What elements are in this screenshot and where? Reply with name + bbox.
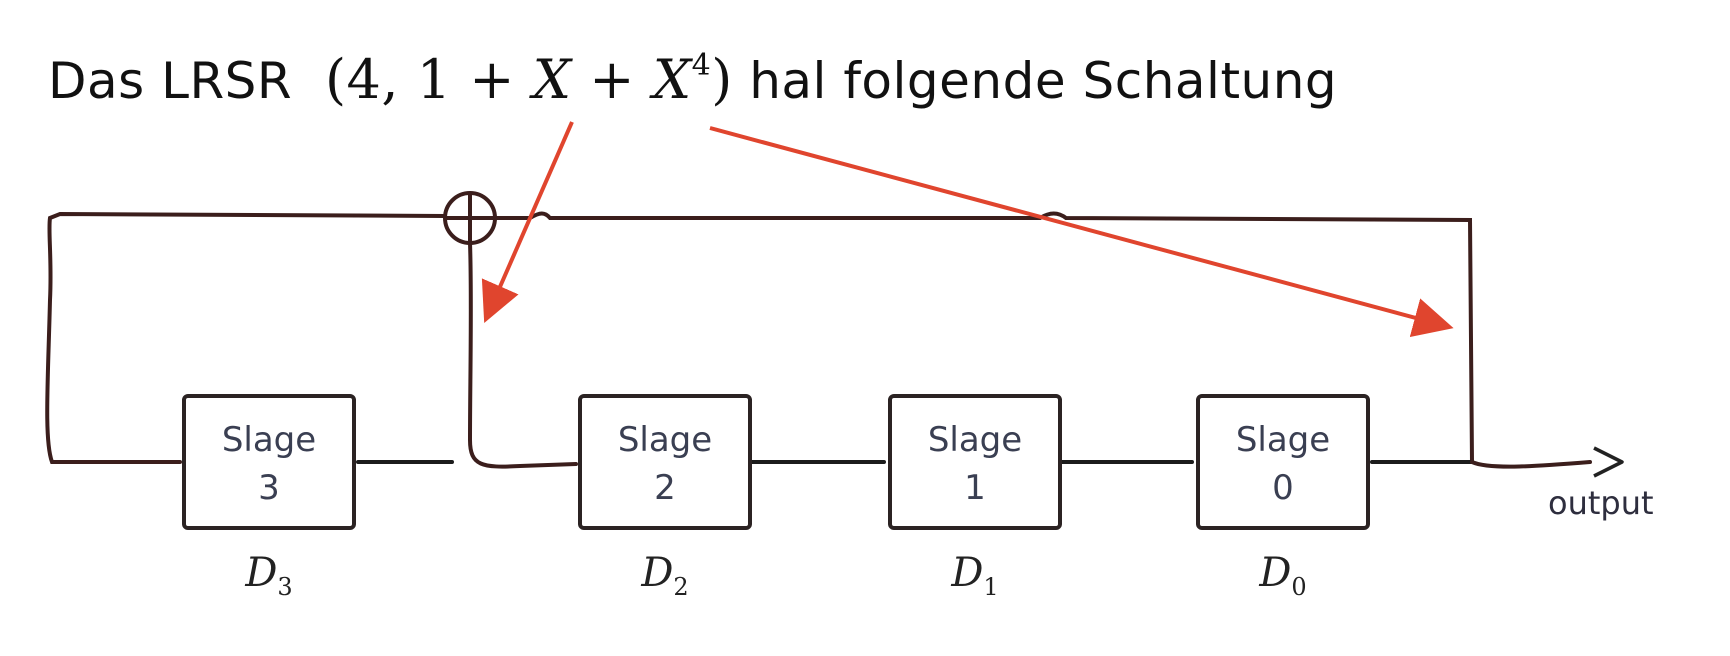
d-subscript: 0 <box>1291 573 1307 601</box>
stage-number: 3 <box>258 468 280 508</box>
output-label: output <box>1548 484 1654 522</box>
stage-2-box: Slage 2 <box>578 394 752 530</box>
d-subscript: 2 <box>673 573 689 601</box>
diagram-title: Das LRSR (4, 1 + X + X4) hal folgende Sc… <box>48 48 1337 111</box>
stage-label: Slage <box>221 420 317 460</box>
formula-x4-base: X <box>652 48 692 111</box>
formula-x-term: X <box>532 48 572 111</box>
stage-label: Slage <box>927 420 1023 460</box>
d-label-1: D1 <box>888 550 1062 601</box>
arrow-x4-term <box>709 126 1454 338</box>
d-label-0: D0 <box>1196 550 1370 601</box>
output-arrow-icon <box>1593 446 1624 478</box>
title-prefix: Das LRSR <box>48 52 293 110</box>
formula-plus: + <box>571 48 653 111</box>
d-letter: D <box>1259 550 1292 596</box>
stage-0-box: Slage 0 <box>1196 394 1370 530</box>
d-subscript: 3 <box>277 573 293 601</box>
xor-to-stage2-wire <box>467 241 578 469</box>
stage-label: Slage <box>617 420 713 460</box>
d-letter: D <box>641 550 674 596</box>
formula-exponent: 4 <box>691 48 712 83</box>
arrow-x-term <box>481 121 574 323</box>
d-subscript: 1 <box>983 573 999 601</box>
feedback-wire-left <box>45 211 447 464</box>
stage-number: 1 <box>964 468 986 508</box>
title-suffix: hal folgende Schaltung <box>749 52 1338 110</box>
formula-close: ) <box>711 48 733 111</box>
stage-number: 2 <box>654 468 676 508</box>
formula-open: (4, 1 + <box>324 48 533 111</box>
title-formula: (4, 1 + X + X4) <box>325 48 733 111</box>
stage-3-box: Slage 3 <box>182 394 356 530</box>
stage-number: 0 <box>1272 468 1294 508</box>
d-letter: D <box>951 550 984 596</box>
output-wire <box>1470 460 1592 469</box>
stage-1-box: Slage 1 <box>888 394 1062 530</box>
d-label-3: D3 <box>182 550 356 601</box>
d-label-2: D2 <box>578 550 752 601</box>
stage-label: Slage <box>1235 420 1331 460</box>
d-letter: D <box>245 550 278 596</box>
xor-gate-icon <box>443 191 497 245</box>
